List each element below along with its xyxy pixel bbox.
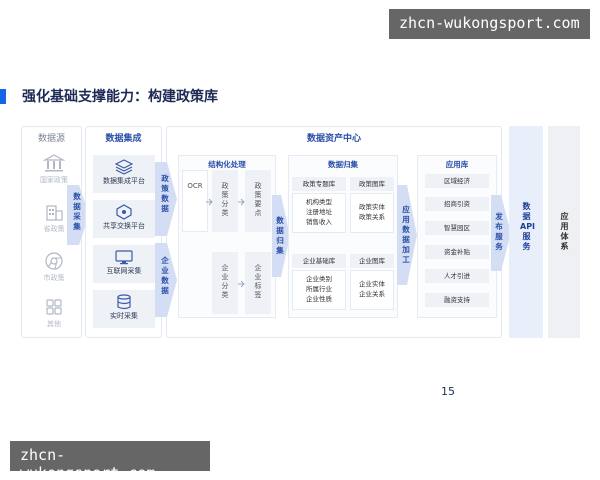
data-api-service-label: 数据API服务 — [520, 202, 536, 251]
enterprise-lib-item: 企业实体 — [359, 280, 385, 288]
policy-lib-item: 政策关系 — [359, 213, 385, 221]
app-item: 招商引资 — [425, 197, 489, 211]
slide-title: 强化基础支撑能力：构建政策库 — [22, 89, 218, 105]
bank-icon — [43, 154, 65, 172]
enterprise-base-items: 企业类别 所属行业 企业性质 — [292, 270, 346, 310]
enterprise-base-lib: 企业基础库 — [292, 254, 346, 268]
publish-service-arrow — [491, 195, 511, 271]
publish-service-label: 发布服务 — [495, 212, 503, 251]
database-icon — [117, 294, 131, 310]
policy-lib-item: 政策实体 — [359, 203, 385, 211]
application-system-label: 应用体系 — [560, 212, 569, 251]
enterprise-tags-cell — [245, 252, 271, 314]
data-integration-panel: 数据集成 数据集成平台 共享交换平台 互联网采集 实时采集 — [85, 126, 162, 338]
integration-item-exchange: 共享交换平台 — [93, 200, 155, 238]
enterprise-base-item: 所属行业 — [306, 285, 332, 293]
policy-topic-item: 注册地址 — [306, 208, 332, 216]
application-system-column — [548, 126, 580, 338]
building-icon — [46, 205, 63, 221]
app-item: 人才引进 — [425, 269, 489, 283]
archive-arrow — [272, 195, 290, 277]
policy-data-arrow — [155, 162, 177, 236]
data-source-header: 数据源 — [37, 134, 65, 144]
source-label: 国家政策 — [40, 176, 68, 184]
classify-to-points-arrow — [238, 198, 245, 206]
source-item-national: 国家政策 — [31, 153, 77, 195]
policy-lib: 政策图库 — [350, 177, 394, 191]
collect-arrow — [67, 185, 89, 245]
title-accent-bar — [0, 89, 6, 104]
integration-label: 共享交换平台 — [103, 222, 145, 230]
policy-topic-item: 机构类型 — [306, 198, 332, 206]
enterprise-data-arrow — [155, 243, 177, 317]
enterprise-data-label: 企业数据 — [161, 256, 169, 295]
source-item-city: 市政策 — [31, 251, 77, 293]
monitor-icon — [115, 250, 133, 265]
structuring-header: 结构化处理 — [208, 160, 246, 169]
collect-arrow-label: 数据采集 — [73, 192, 81, 231]
archive-header: 数据归集 — [328, 160, 358, 169]
enterprise-classify-label: 企业分类 — [221, 264, 229, 299]
enterprise-lib-items: 企业实体 企业关系 — [350, 270, 394, 310]
policy-classify-label: 政策分类 — [221, 182, 229, 217]
app-item: 区域经济 — [425, 174, 489, 188]
app-item: 资金补贴 — [425, 245, 489, 259]
source-label: 市政策 — [43, 274, 65, 282]
source-label: 省政策 — [43, 225, 65, 233]
source-label: 其他 — [47, 320, 61, 328]
enterprise-classify-to-tags-arrow — [238, 280, 245, 288]
app-item: 融资支持 — [425, 293, 489, 307]
apply-processing-arrow — [397, 185, 417, 285]
layers-icon — [115, 159, 133, 175]
policy-topic-item: 销售收入 — [306, 218, 332, 226]
watermark-bottom: zhcn-wukongsport.com — [10, 441, 210, 480]
data-integration-header: 数据集成 — [105, 134, 142, 144]
ocr-cell — [182, 170, 208, 232]
enterprise-lib-item: 企业关系 — [359, 290, 385, 298]
source-item-other: 其他 — [31, 297, 77, 339]
watermark-top: zhcn-wukongsport.com — [389, 9, 590, 39]
enterprise-lib: 企业图库 — [350, 254, 394, 268]
policy-topic-items: 机构类型 注册地址 销售收入 — [292, 193, 346, 233]
policy-topic-lib: 政策专题库 — [292, 177, 346, 191]
enterprise-base-item: 企业类别 — [306, 275, 332, 283]
source-item-province: 省政策 — [31, 202, 77, 244]
page-number: 15 — [441, 385, 455, 398]
policy-classify-cell — [212, 170, 238, 232]
enterprise-classify-cell — [212, 252, 238, 314]
integration-item-realtime: 实时采集 — [93, 290, 155, 328]
policy-points-label: 政策要点 — [254, 182, 262, 217]
applications-header: 应用库 — [445, 160, 469, 169]
chrome-icon — [45, 252, 63, 270]
integration-item-platform: 数据集成平台 — [93, 155, 155, 193]
policy-data-label: 政策数据 — [161, 174, 169, 213]
integration-label: 实时采集 — [110, 312, 138, 320]
integration-label: 互联网采集 — [106, 267, 142, 275]
archive-arrow-label: 数据归集 — [276, 216, 284, 255]
enterprise-base-item: 企业性质 — [306, 295, 332, 303]
policy-lib-items: 政策实体 政策关系 — [350, 193, 394, 233]
integration-label: 数据集成平台 — [103, 177, 145, 185]
data-asset-center-header: 数据资产中心 — [306, 134, 361, 144]
app-item: 智慧园区 — [425, 221, 489, 235]
ocr-to-classify-arrow — [206, 198, 213, 206]
integration-item-internet: 互联网采集 — [93, 245, 155, 283]
apply-processing-label: 应用数据加工 — [402, 205, 410, 264]
enterprise-tags-label: 企业标签 — [254, 264, 262, 299]
policy-points-cell — [245, 170, 271, 232]
ocr-label: OCR — [187, 182, 203, 190]
network-icon — [116, 204, 132, 220]
data-api-service-column — [509, 126, 543, 338]
grid-icon — [46, 299, 62, 315]
